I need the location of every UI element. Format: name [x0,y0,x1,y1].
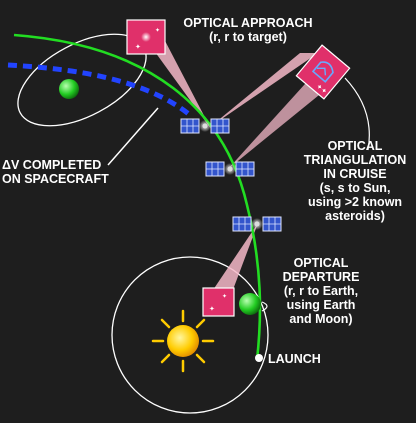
triangulation-camera-frame: ✦✦ [295,44,351,100]
spacecraft-icon [233,217,281,231]
sun-icon [151,309,215,373]
label-departure-line4: using Earth [286,298,356,312]
label-triangulation-line5: using >2 known [307,195,403,209]
label-triangulation-line1: OPTICAL [327,139,383,153]
label-triangulation-line4: (s, s to Sun, [319,181,391,195]
launch-point [255,354,263,362]
pointer-departure [261,301,268,312]
label-delta-v-line1: ΔV COMPLETED [2,158,102,172]
earth-orbit [111,256,269,414]
svg-text:✦: ✦ [222,293,227,300]
label-triangulation-line2: TRIANGULATION [303,153,407,167]
label-triangulation-line6: asteroids) [325,209,385,223]
label-triangulation-line3: IN CRUISE [323,167,387,181]
target-body-icon [59,79,79,99]
label-departure-line3: (r, r to Earth, [283,284,359,298]
label-optical-approach: OPTICAL APPROACH (r, r to target) [168,16,328,44]
label-delta-v: ΔV COMPLETED ON SPACECRAFT [2,158,130,186]
label-departure-line5: and Moon) [289,312,353,326]
label-optical-departure: OPTICAL DEPARTURE (r, r to Earth, using … [268,256,374,326]
approach-camera-frame: ✦ ✦ [126,19,166,55]
label-departure-line1: OPTICAL [293,256,349,270]
planned-path-dashed [7,62,192,117]
label-delta-v-line2: ON SPACECRAFT [2,172,109,186]
spacecraft-icon [181,119,229,133]
departure-camera-frame: ✦ ✦ [202,287,235,317]
earth-icon [239,293,261,315]
label-optical-approach-detail: (r, r to target) [209,30,287,44]
triangulation-cone-1 [210,53,318,127]
departure-view-cone [213,223,258,303]
label-launch-text: LAUNCH [268,352,321,366]
pointer-triangulation [344,77,370,151]
label-optical-approach-title: OPTICAL APPROACH [183,16,313,30]
label-departure-line2: DEPARTURE [282,270,360,284]
spacecraft-icon [206,162,254,176]
label-launch: LAUNCH [268,352,321,366]
svg-text:✦: ✦ [155,27,160,34]
label-optical-triangulation: OPTICAL TRIANGULATION IN CRUISE (s, s to… [296,139,414,223]
pointer-delta-v [107,107,159,166]
svg-text:✦: ✦ [135,43,141,51]
svg-text:✦: ✦ [209,305,215,313]
